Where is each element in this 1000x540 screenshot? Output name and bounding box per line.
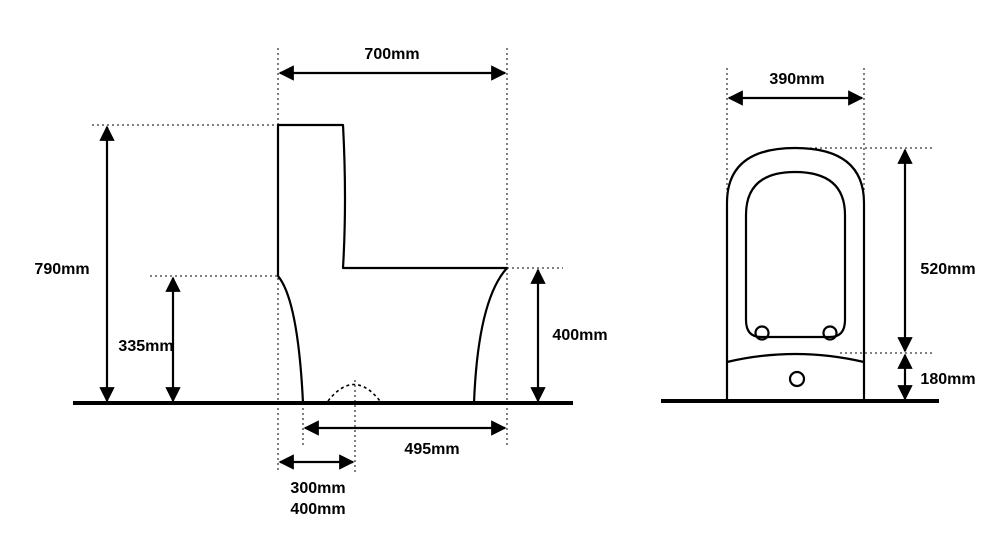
- label-height-790: 790mm: [34, 261, 89, 278]
- side-toilet-outline: [276, 123, 509, 405]
- hinge-hole-right: [822, 325, 838, 341]
- side-view: 700mm 790mm 335mm 400mm 495mm 300mm 400m…: [34, 46, 607, 518]
- toilet-seat-ring: [744, 170, 847, 339]
- front-toilet-outline: [725, 146, 866, 401]
- hinge-hole-left: [754, 325, 770, 341]
- label-height-180: 180mm: [920, 371, 975, 388]
- toilet-base-line: [725, 352, 866, 364]
- front-outlet-hole: [788, 370, 806, 388]
- label-width-390: 390mm: [769, 71, 824, 88]
- label-height-400: 400mm: [552, 327, 607, 344]
- label-length-520: 520mm: [920, 261, 975, 278]
- front-view: 390mm 520mm 180mm: [661, 68, 976, 403]
- outlet-pipe-dotted: [327, 383, 381, 402]
- label-depth-495: 495mm: [404, 441, 459, 458]
- label-rough-in-400: 400mm: [290, 501, 345, 518]
- label-height-335: 335mm: [118, 338, 173, 355]
- label-width-700: 700mm: [364, 46, 419, 63]
- label-rough-in-300: 300mm: [290, 480, 345, 497]
